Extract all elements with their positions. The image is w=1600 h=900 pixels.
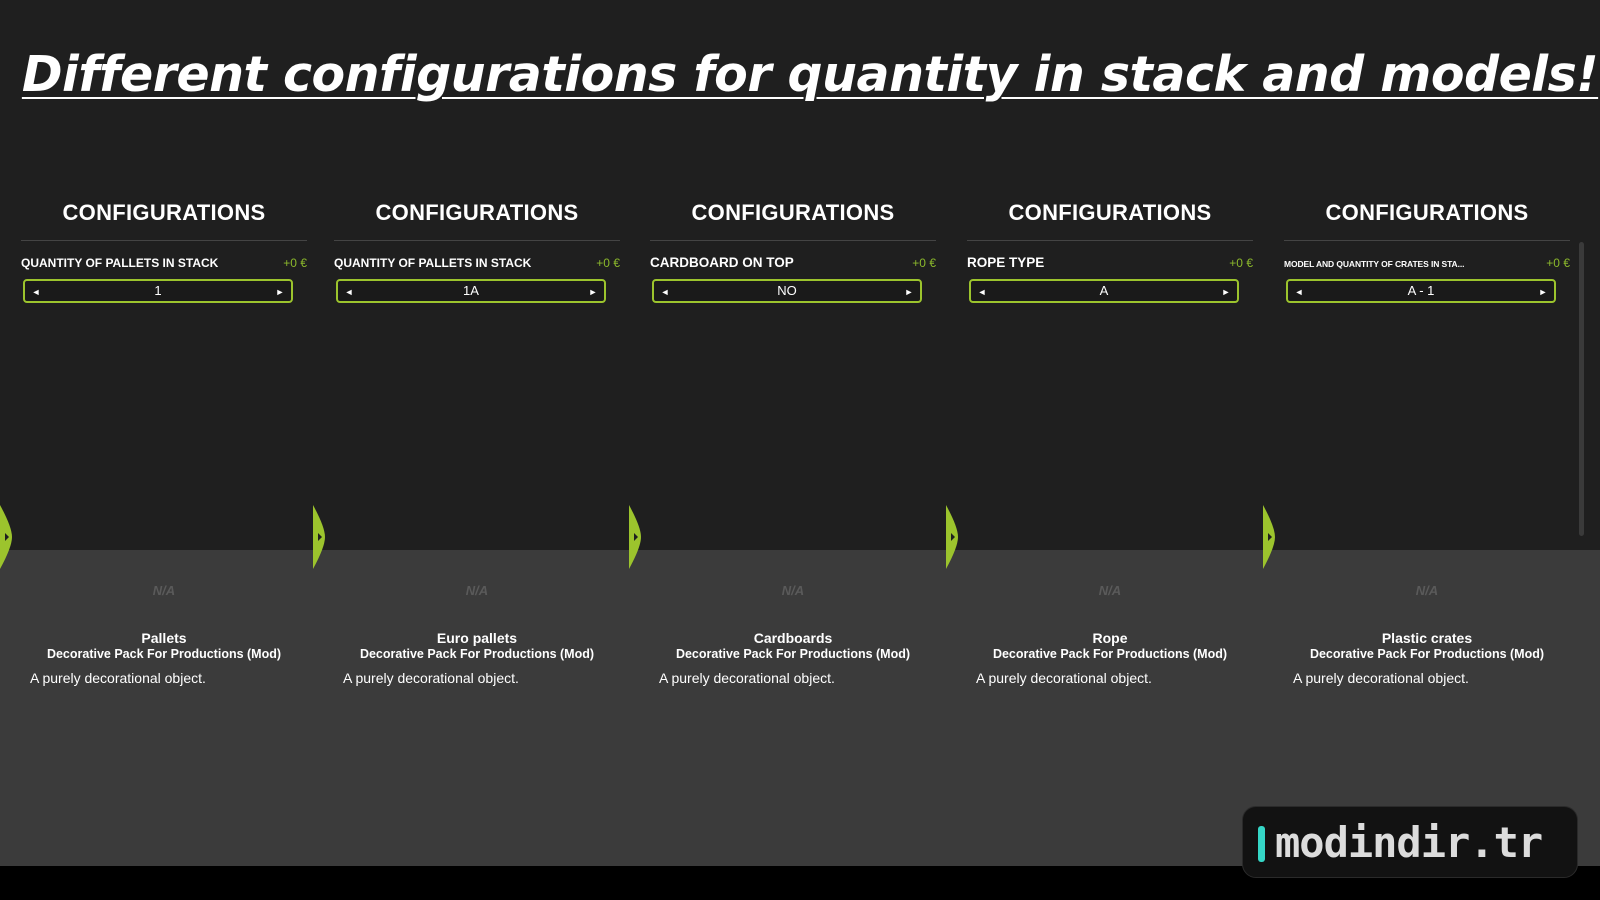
arrow-right-icon[interactable]: ► (588, 287, 598, 297)
option-price: +0 € (1546, 256, 1570, 270)
na-placeholder: N/A (1098, 583, 1122, 598)
arrow-left-icon[interactable]: ◄ (31, 287, 41, 297)
arrow-right-icon[interactable]: ► (904, 287, 914, 297)
option-label: CARDBOARD ON TOP (650, 255, 794, 270)
watermark-logo: modindir.tr (1242, 806, 1578, 878)
option-label: QUANTITY OF PALLETS IN STACK (334, 256, 532, 270)
item-description: A purely decorational object. (343, 670, 519, 686)
arrow-right-icon[interactable]: ► (1221, 287, 1231, 297)
selector-value: NO (777, 283, 797, 298)
na-placeholder: N/A (781, 583, 805, 598)
option-label: ROPE TYPE (967, 255, 1045, 270)
tab-marker-icon[interactable] (1263, 505, 1275, 569)
tab-marker-icon[interactable] (0, 505, 12, 569)
config-panel-pallets: CONFIGURATIONS QUANTITY OF PALLETS IN ST… (21, 0, 307, 866)
selector-value: 1 (154, 283, 162, 298)
option-price: +0 € (1229, 256, 1253, 270)
divider (21, 240, 307, 241)
divider (1284, 240, 1570, 241)
item-description: A purely decorational object. (976, 670, 1152, 686)
arrow-left-icon[interactable]: ◄ (1294, 287, 1304, 297)
option-selector[interactable]: ◄ NO ► (652, 279, 922, 303)
na-placeholder: N/A (1415, 583, 1439, 598)
tab-marker-icon[interactable] (946, 505, 958, 569)
option-price: +0 € (596, 256, 620, 270)
config-panel-plastic-crates: CONFIGURATIONS MODEL AND QUANTITY OF CRA… (1284, 0, 1570, 866)
selector-value: A - 1 (1407, 283, 1435, 298)
option-selector[interactable]: ◄ A - 1 ► (1286, 279, 1556, 303)
item-name: Pallets (141, 630, 187, 646)
item-name: Rope (1092, 630, 1128, 646)
arrow-right-icon[interactable]: ► (1538, 287, 1548, 297)
na-placeholder: N/A (465, 583, 489, 598)
item-source: Decorative Pack For Productions (Mod) (675, 647, 911, 661)
panel-title: CONFIGURATIONS (62, 200, 266, 225)
arrow-left-icon[interactable]: ◄ (344, 287, 354, 297)
tab-marker-icon[interactable] (313, 505, 325, 569)
selector-value: 1A (463, 283, 479, 298)
item-description: A purely decorational object. (1293, 670, 1469, 686)
divider (334, 240, 620, 241)
option-label: QUANTITY OF PALLETS IN STACK (21, 256, 219, 270)
item-name: Euro pallets (436, 630, 518, 646)
item-description: A purely decorational object. (30, 670, 206, 686)
option-selector[interactable]: ◄ 1A ► (336, 279, 606, 303)
panel-title: CONFIGURATIONS (691, 200, 895, 225)
item-name: Plastic crates (1381, 630, 1473, 646)
tab-marker-icon[interactable] (629, 505, 641, 569)
option-selector[interactable]: ◄ 1 ► (23, 279, 293, 303)
config-panel-rope: CONFIGURATIONS ROPE TYPE +0 € ◄ A ► N/A … (967, 0, 1253, 866)
option-label: MODEL AND QUANTITY OF CRATES IN STA... (1284, 259, 1465, 269)
config-panel-cardboards: CONFIGURATIONS CARDBOARD ON TOP +0 € ◄ N… (650, 0, 936, 866)
item-source: Decorative Pack For Productions (Mod) (1309, 647, 1545, 661)
page-headline: Different configurations for quantity in… (21, 46, 1599, 103)
arrow-left-icon[interactable]: ◄ (660, 287, 670, 297)
panel-title: CONFIGURATIONS (1008, 200, 1212, 225)
item-description: A purely decorational object. (659, 670, 835, 686)
item-source: Decorative Pack For Productions (Mod) (359, 647, 595, 661)
item-source: Decorative Pack For Productions (Mod) (46, 647, 282, 661)
option-price: +0 € (912, 256, 936, 270)
na-placeholder: N/A (152, 583, 176, 598)
item-name: Cardboards (753, 630, 833, 646)
watermark-text: modindir.tr (1275, 818, 1543, 867)
option-price: +0 € (283, 256, 307, 270)
divider (967, 240, 1253, 241)
option-selector[interactable]: ◄ A ► (969, 279, 1239, 303)
scrollbar[interactable] (1579, 242, 1584, 536)
arrow-left-icon[interactable]: ◄ (977, 287, 987, 297)
panel-title: CONFIGURATIONS (1325, 200, 1529, 225)
config-panel-euro-pallets: CONFIGURATIONS QUANTITY OF PALLETS IN ST… (334, 0, 620, 866)
panel-title: CONFIGURATIONS (375, 200, 579, 225)
selector-value: A (1099, 283, 1109, 298)
arrow-right-icon[interactable]: ► (275, 287, 285, 297)
item-source: Decorative Pack For Productions (Mod) (992, 647, 1228, 661)
watermark-bar (1258, 826, 1265, 862)
divider (650, 240, 936, 241)
